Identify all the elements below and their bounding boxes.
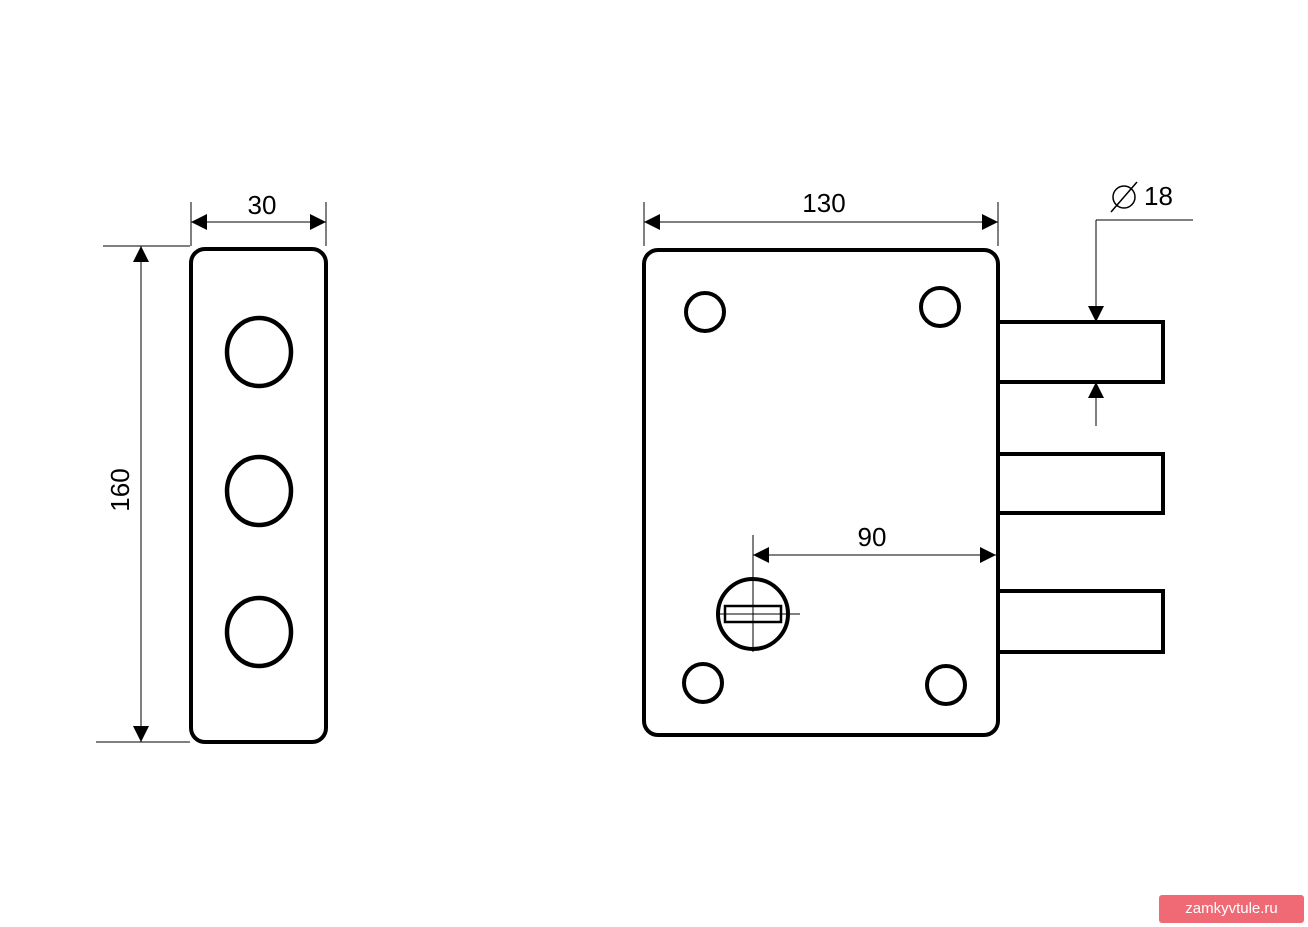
key-offset-label: 90: [858, 522, 887, 552]
watermark-badge: zamkyvtule.ru: [1159, 895, 1304, 923]
key-offset-dimension: 90: [753, 522, 996, 563]
bolt-diameter-label: 18: [1144, 181, 1173, 211]
bolt-top: [998, 320, 1165, 384]
strike-hole-middle: [224, 454, 294, 528]
lock-body-outline: [642, 248, 1000, 737]
mount-hole-top-left: [684, 291, 726, 333]
strike-plate: [189, 247, 328, 744]
strike-hole-bottom: [224, 595, 294, 669]
bolt-diameter-dimension: 18: [1088, 181, 1193, 426]
lock-body: [642, 248, 1165, 737]
mount-hole-top-right: [919, 286, 961, 328]
bolt-middle: [998, 452, 1165, 515]
lock-width-dimension: 130: [643, 188, 999, 246]
strike-width-dimension: 30: [190, 190, 327, 246]
strike-height-dimension: 160: [96, 245, 190, 743]
strike-plate-outline: [189, 247, 328, 744]
diameter-symbol-icon: [1110, 181, 1138, 213]
strike-width-label: 30: [248, 190, 277, 220]
bolt-bottom: [998, 589, 1165, 654]
mount-hole-bottom-right: [925, 664, 967, 706]
strike-height-label: 160: [105, 468, 135, 511]
strike-hole-top: [224, 315, 294, 389]
mount-hole-bottom-left: [682, 662, 724, 704]
lock-width-label: 130: [802, 188, 845, 218]
keyhole: [716, 535, 800, 652]
